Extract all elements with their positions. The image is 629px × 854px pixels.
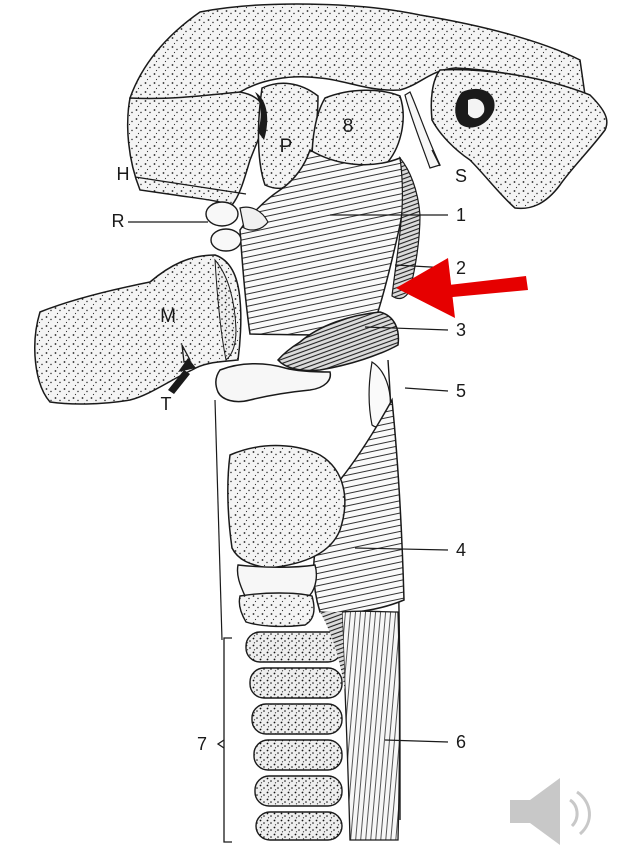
block-8 <box>312 90 403 167</box>
label-6: 6 <box>456 732 466 752</box>
label-5: 5 <box>456 381 466 401</box>
label-1: 1 <box>456 205 466 225</box>
tracheal-rings <box>246 632 342 840</box>
hyoid-r-upper <box>206 202 238 226</box>
maxilla-block <box>128 92 265 205</box>
label-r: R <box>112 211 125 231</box>
hyoid-r-lower <box>211 229 241 251</box>
label-4: 4 <box>456 540 466 560</box>
mandible <box>35 255 241 404</box>
label-s: S <box>455 166 467 186</box>
label-7: 7 <box>197 734 207 754</box>
speaker-icon[interactable] <box>510 778 589 845</box>
label-t: T <box>161 394 172 414</box>
bracket-7 <box>224 638 232 842</box>
label-m: M <box>160 306 176 327</box>
label-2: 2 <box>456 258 466 278</box>
label-h: H <box>117 164 130 184</box>
label-p: P <box>280 136 293 157</box>
label-3: 3 <box>456 320 466 340</box>
label-8: 8 <box>343 116 354 137</box>
muscle-6 <box>342 611 400 840</box>
